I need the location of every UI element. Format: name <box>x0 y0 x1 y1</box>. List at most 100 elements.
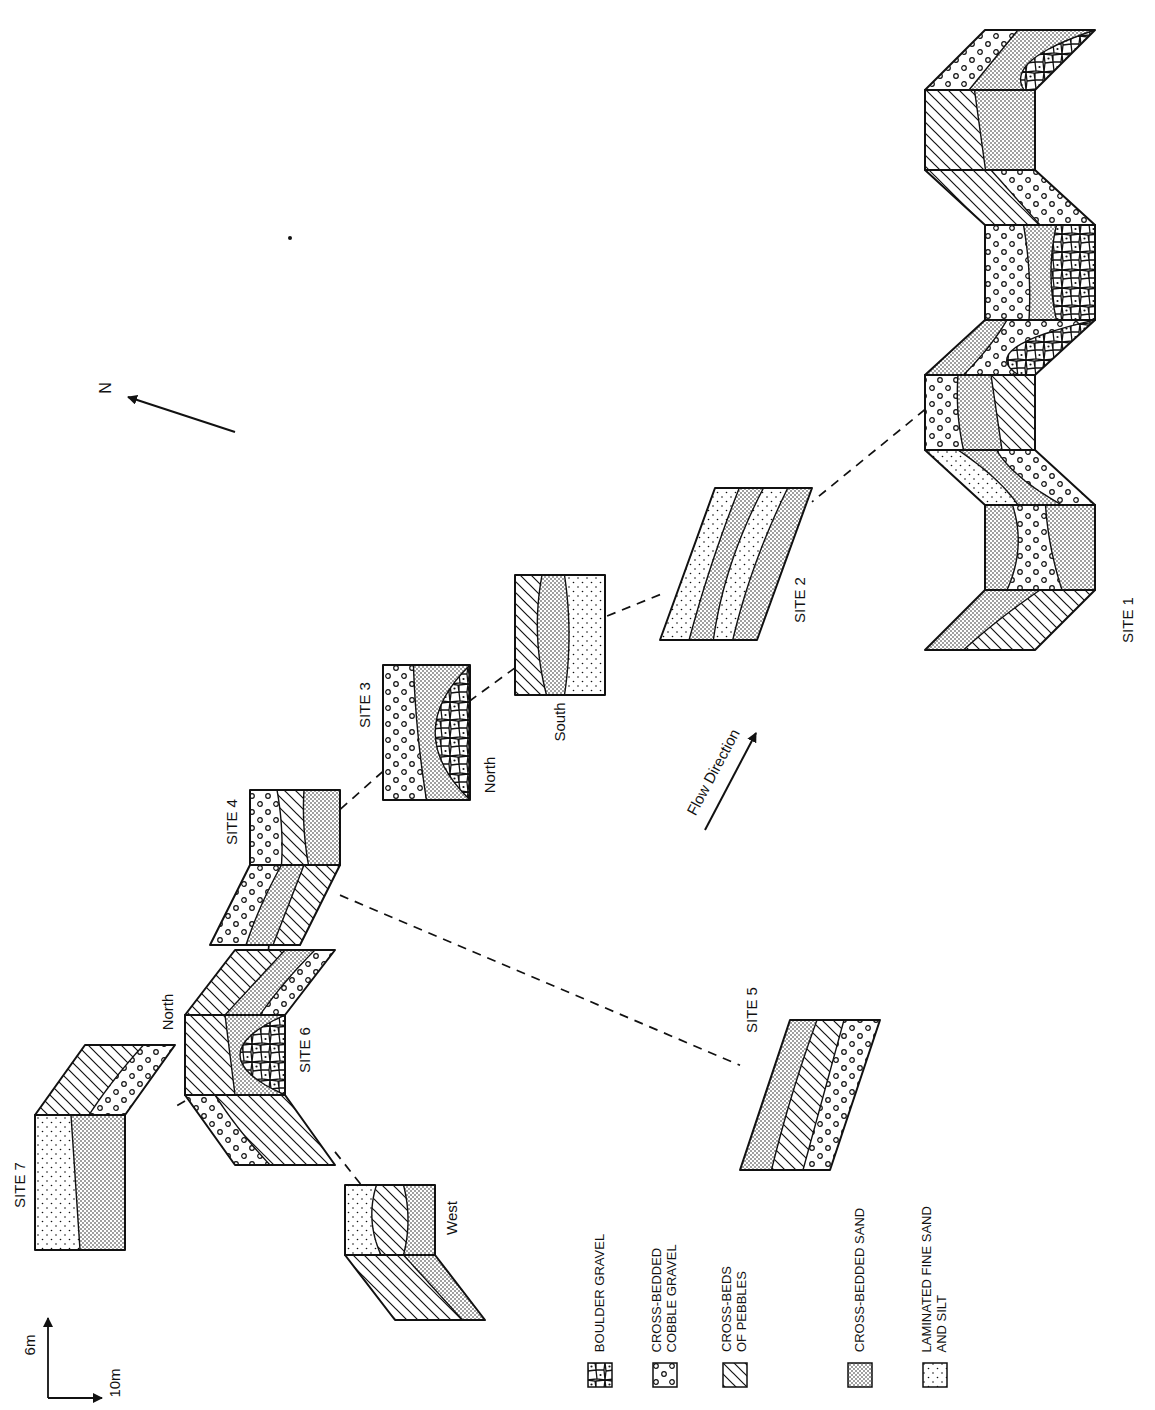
layer-contact <box>991 170 1040 225</box>
section-panel <box>185 1095 335 1165</box>
deposit-layer <box>969 30 1095 90</box>
layer-contact <box>273 865 304 945</box>
panel-ground <box>925 450 1095 505</box>
panel-ground <box>740 1020 880 1170</box>
legend-swatch <box>847 1362 873 1388</box>
section-panel <box>185 950 335 1015</box>
layer-contact <box>303 790 308 865</box>
site-label: North <box>481 755 498 796</box>
deposit-layer <box>435 665 470 800</box>
panel-outline <box>185 1015 285 1095</box>
legend-text: CROSS-BEDS OF PEBBLES <box>720 1252 750 1352</box>
swatch-ground <box>723 1363 747 1387</box>
panel-ground <box>345 1185 435 1255</box>
section-panel <box>985 225 1095 320</box>
panel-ground <box>345 1255 485 1320</box>
correlation-line <box>812 409 925 501</box>
speck <box>288 236 292 240</box>
panel-ground <box>35 1045 175 1115</box>
deposit-layer <box>537 575 569 695</box>
deposit-layer <box>404 1185 436 1255</box>
panel-ground <box>925 590 1095 650</box>
panel-outline <box>925 170 1095 225</box>
panel-outline <box>925 90 1035 170</box>
deposit-layer <box>565 575 606 695</box>
horizontal-scale-arrow <box>48 1397 102 1399</box>
legend-swatch <box>587 1362 613 1388</box>
deposit-layer <box>1021 30 1095 90</box>
legend-swatch <box>722 1362 748 1388</box>
site-section: SITE 2 <box>660 488 812 640</box>
swatch-sample <box>588 1363 612 1387</box>
correlation-line <box>335 1152 361 1185</box>
section-panel <box>925 590 1095 650</box>
scale-label: 10m <box>106 1366 123 1399</box>
layer-contact <box>372 1185 381 1255</box>
layer-contact <box>975 90 986 170</box>
layer-contact <box>957 375 963 450</box>
panel-outline <box>660 488 812 640</box>
swatch-sample <box>723 1363 747 1387</box>
layer-contact <box>1051 225 1057 320</box>
panel-ground <box>925 170 1095 225</box>
panel-ground <box>660 488 812 640</box>
panel-outline <box>925 30 1095 90</box>
section-panel <box>925 320 1095 375</box>
panel-outline <box>925 590 1095 650</box>
section-panel <box>740 1020 880 1170</box>
layer-contact <box>565 575 570 695</box>
layer-contact <box>260 950 315 1015</box>
panel-outline <box>985 225 1095 320</box>
deposit-layer <box>225 1015 285 1095</box>
panel-outline <box>185 1095 335 1165</box>
deposit-layer <box>250 790 282 865</box>
deposit-layer <box>260 950 335 1015</box>
panel-outline <box>515 575 605 695</box>
legend-text: BOULDER GRAVEL <box>593 1234 608 1352</box>
panel-ground <box>35 1115 125 1250</box>
legend-text: CROSS-BEDDED COBBLE GRAVEL <box>650 1237 680 1352</box>
panel-outline <box>250 790 340 865</box>
deposit-layer <box>1024 225 1057 320</box>
vertical-scale-arrow <box>47 1318 49 1398</box>
correlation-line <box>268 945 270 950</box>
layer-contact <box>246 865 282 945</box>
section-panel <box>185 1015 285 1095</box>
swatch-sample <box>848 1363 872 1387</box>
layer-contact <box>964 320 1008 375</box>
deposit-layer <box>303 790 340 865</box>
panel-ground <box>515 575 605 695</box>
section-panel <box>210 865 340 945</box>
layer-contact <box>225 950 285 1015</box>
layer-contact <box>404 1255 463 1320</box>
panel-ground <box>925 90 1035 170</box>
legend-text: CROSS-BEDDED SAND <box>853 1208 868 1352</box>
layer-contact <box>240 1015 285 1095</box>
legend-swatch <box>652 1362 678 1388</box>
panel-outline <box>925 450 1095 505</box>
deposit-layer <box>404 1255 486 1320</box>
panel-ground <box>185 1015 285 1095</box>
site-label: North <box>159 992 176 1033</box>
panel-ground <box>185 950 335 1015</box>
correlation-line <box>605 595 660 617</box>
site-section: SITE 1 <box>925 30 1095 650</box>
panel-outline <box>185 950 335 1015</box>
site-section: SITE 3North <box>383 665 470 800</box>
layer-contact <box>413 665 426 800</box>
section-panels <box>35 30 1095 1320</box>
swatch-sample <box>653 1363 677 1387</box>
deposit-layer <box>975 90 1036 170</box>
correlation-line <box>175 1101 185 1107</box>
deposit-layer <box>1051 225 1095 320</box>
panel-ground <box>925 375 1035 450</box>
layer-contact <box>215 1095 270 1165</box>
deposit-layer <box>240 1015 285 1095</box>
site-section: SITE 6North <box>185 950 335 1165</box>
layer-contact <box>404 1185 409 1255</box>
panel-outline <box>740 1020 880 1170</box>
panel-outline <box>383 665 470 800</box>
site-section: West <box>345 1185 485 1320</box>
deposit-layer <box>964 590 1096 650</box>
panel-ground <box>250 790 340 865</box>
